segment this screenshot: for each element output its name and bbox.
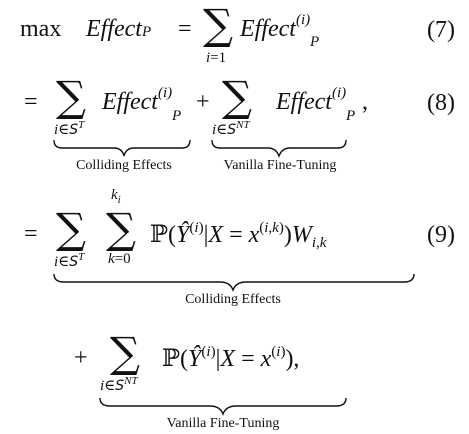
subscript-p: P [172, 108, 182, 124]
sum-lower-limit: i∈SNT [100, 375, 138, 394]
effect-p-i-term: Effect(i) [240, 12, 311, 42]
summation-symbol: ∑ [110, 328, 140, 377]
plus-sign: + [196, 89, 210, 115]
summation-symbol: ∑ [56, 72, 86, 121]
effect-p-term: EffectP [86, 16, 152, 42]
underbrace-colliding-effects-long [53, 273, 415, 292]
sum-lower-limit: i=1 [206, 50, 227, 66]
equation-number-9: (9) [427, 222, 455, 248]
plus-sign: + [74, 345, 88, 371]
summation-symbol: ∑ [222, 72, 252, 121]
effect-p-i-term: Effect(i) [102, 85, 173, 115]
effect-p-i-term: Effect(i) [276, 85, 347, 115]
subscript-p: P [346, 108, 356, 124]
equation-number-8: (8) [427, 90, 455, 116]
underbrace-vanilla-fine-tuning-long [99, 397, 347, 416]
label-colliding-effects: Colliding Effects [185, 292, 281, 307]
max-operator: max [20, 16, 62, 42]
summation-symbol: ∑ [106, 204, 136, 253]
subscript-p: P [310, 34, 320, 50]
equals-sign: = [178, 16, 192, 42]
comma: , [362, 89, 368, 115]
equation-number-7: (7) [427, 17, 455, 43]
summation-symbol: ∑ [203, 0, 233, 49]
sum-lower-limit: i∈ST [54, 251, 85, 270]
summation-symbol: ∑ [56, 204, 86, 253]
probability-expression: ℙ(Ŷ(i)|X = x(i,k))Wi,k [150, 220, 327, 251]
underbrace-colliding-effects [53, 139, 191, 157]
label-vanilla-fine-tuning: Vanilla Fine-Tuning [166, 416, 280, 431]
equals-sign: = [24, 89, 38, 115]
underbrace-vanilla-fine-tuning [211, 139, 347, 158]
probability-expression: ℙ(Ŷ(i)|X = x(i)), [162, 344, 300, 372]
label-colliding-effects: Colliding Effects [76, 158, 172, 173]
equals-sign: = [24, 221, 38, 247]
sum-lower-limit: i∈SNT [212, 119, 250, 138]
label-vanilla-fine-tuning: Vanilla Fine-Tuning [223, 158, 337, 173]
sum-lower-limit: k=0 [108, 251, 131, 267]
sum-upper-limit: ki [111, 187, 121, 206]
sum-lower-limit: i∈ST [54, 119, 85, 138]
